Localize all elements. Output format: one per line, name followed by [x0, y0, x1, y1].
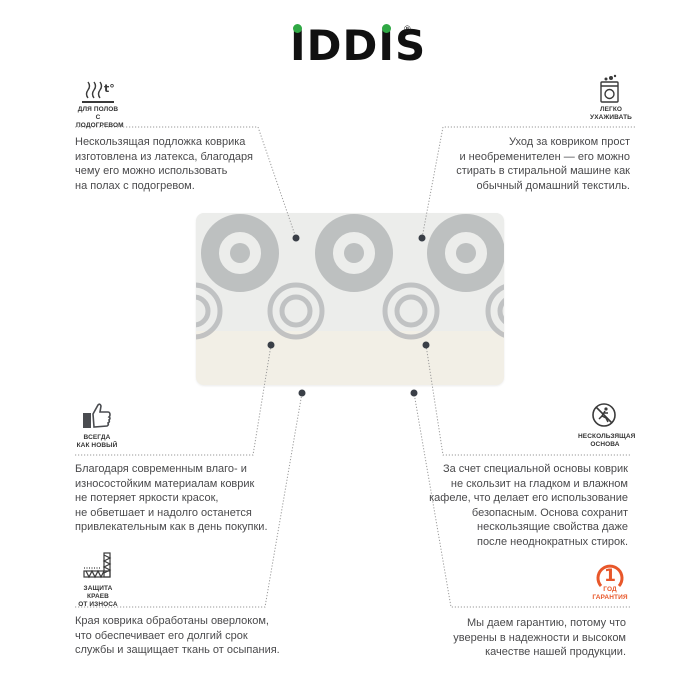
bath-mat-image	[196, 213, 504, 385]
thumbs-up-icon	[83, 403, 111, 428]
svg-text:t°: t°	[104, 82, 115, 95]
non-slip-description: За счет специальной основы коврик не ско…	[429, 463, 628, 548]
washing-machine-icon	[600, 74, 619, 103]
warranty-badge-icon: 1	[596, 564, 624, 587]
non-slip-caption: НЕСКОЛЬЗЯЩАЯ ОСНОВА	[578, 433, 636, 448]
easy-care-caption: ЛЕГКО УХАЖИВАТЬ	[590, 106, 632, 121]
edge-protection-description: Края коврика обработаны оверлоком, что о…	[75, 615, 280, 656]
edge-protection-caption: ЗАЩИТА КРАЕВ ОТ ИЗНОСА	[78, 585, 118, 608]
always-new-description: Благодаря современным влаго- и износосто…	[75, 463, 268, 533]
heated-floors-caption: ДЛЯ ПОЛОВ С ПОДОГРЕВОМ	[76, 106, 124, 129]
overlock-edge-icon	[83, 552, 112, 579]
warranty-number: 1	[604, 566, 616, 586]
callout-dot-warranty	[410, 389, 418, 397]
easy-care-description: Уход за ковриком прост и необременителен…	[456, 136, 630, 192]
heated-floor-icon: t°	[82, 81, 115, 103]
registered-mark: ®	[404, 24, 411, 34]
rug-circle-pattern	[196, 214, 504, 340]
heated-floors-description: Нескользящая подложка коврика изготовлен…	[75, 136, 253, 192]
callout-dot-edges	[298, 389, 306, 397]
warranty-description: Мы даем гарантию, потому что уверены в н…	[453, 617, 626, 658]
warranty-caption: ГОД ГАРАНТИЯ	[592, 586, 628, 601]
logo-dot-i1	[293, 24, 302, 33]
no-slip-icon	[592, 403, 616, 427]
logo-dot-i2	[382, 24, 391, 33]
always-new-caption: ВСЕГДА КАК НОВЫЙ	[76, 434, 118, 449]
iddis-logo: IDDIS ®	[290, 18, 425, 70]
logo-text: IDDIS	[290, 21, 427, 70]
